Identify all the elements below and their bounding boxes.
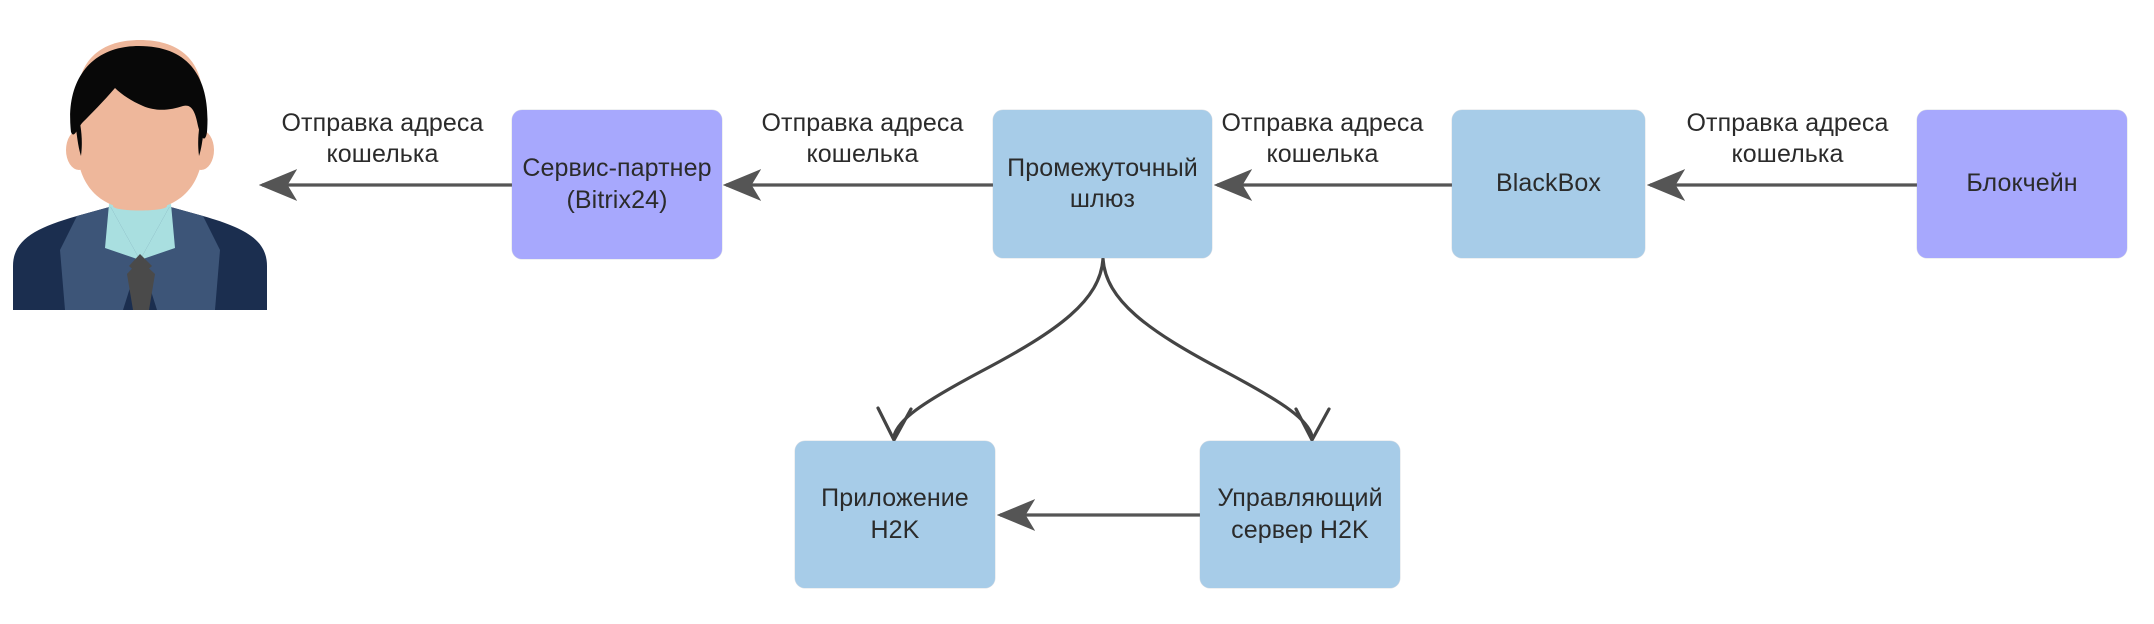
- user-avatar: [5, 10, 275, 315]
- node-gateway[interactable]: Промежуточный шлюз: [993, 110, 1212, 258]
- node-control-server-h2k[interactable]: Управляющий сервер H2K: [1200, 441, 1400, 588]
- node-blockchain-label: Блокчейн: [1966, 169, 2078, 198]
- node-blackbox[interactable]: BlackBox: [1452, 110, 1645, 258]
- edge-gateway-to-control-server: [1101, 257, 1331, 442]
- node-control-server-h2k-label: Управляющий сервер H2K: [1217, 484, 1383, 544]
- node-blackbox-label: BlackBox: [1495, 169, 1601, 198]
- user-avatar-icon: [13, 40, 267, 310]
- edge-label-blockchain-to-blackbox: Отправка адреса кошелька: [1686, 109, 1889, 168]
- edge-label-partner-to-user: Отправка адреса кошелька: [281, 109, 484, 168]
- node-app-h2k-label: Приложение H2K: [821, 484, 969, 544]
- edge-label-blackbox-to-gateway: Отправка адреса кошелька: [1221, 109, 1424, 168]
- node-service-partner-label: Сервис-партнер (Bitrix24): [522, 154, 712, 214]
- node-service-partner[interactable]: Сервис-партнер (Bitrix24): [512, 110, 722, 259]
- edge-gateway-to-app: [876, 257, 1105, 442]
- node-gateway-label: Промежуточный шлюз: [1007, 153, 1198, 214]
- node-blockchain[interactable]: Блокчейн: [1917, 110, 2127, 258]
- node-app-h2k[interactable]: Приложение H2K: [795, 441, 995, 588]
- edge-label-gateway-to-partner: Отправка адреса кошелька: [761, 109, 964, 168]
